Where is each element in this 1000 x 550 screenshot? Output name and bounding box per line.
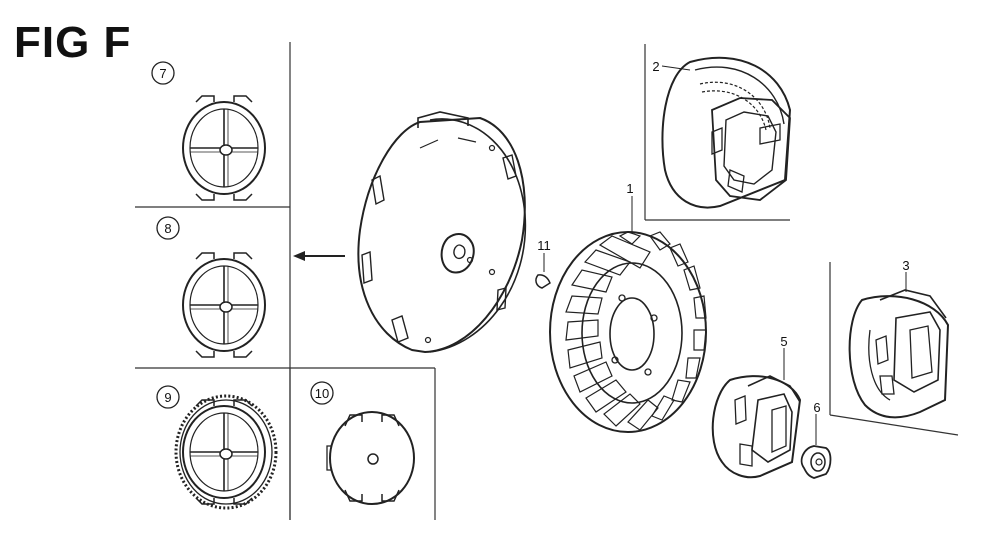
callout-3-label: 3 [902, 258, 909, 273]
figure-title: FIG F [14, 18, 132, 67]
woodruff-key-11 [535, 274, 551, 289]
callout-5: 5 [780, 334, 788, 380]
callout-6-label: 7 [159, 66, 166, 81]
callout-8: 9 [156, 385, 180, 409]
flywheel-1 [549, 231, 707, 433]
starter-pulley-2 [661, 56, 792, 209]
callout-2: 2 [652, 59, 691, 74]
callout-7-label: 8 [164, 221, 171, 236]
callout-11-label: 11 [537, 238, 551, 253]
callout-10-label: 6 [813, 400, 820, 415]
flywheel-back-plate [357, 111, 527, 354]
callout-10: 6 [813, 400, 821, 445]
flywheel-variant-9 [326, 411, 415, 505]
flywheel-variant-7 [182, 252, 266, 358]
callout-1-label: 1 [626, 181, 633, 196]
starter-pulley-3 [848, 289, 950, 419]
callout-2-label: 2 [652, 59, 659, 74]
callout-7: 8 [156, 216, 180, 240]
callout-6: 7 [151, 61, 175, 85]
callout-11: 11 [537, 238, 551, 272]
callout-9-label: 10 [315, 386, 329, 401]
callout-1: 1 [626, 181, 634, 232]
flange-nut-10 [800, 445, 832, 479]
flywheel-variant-8 [174, 394, 278, 510]
starter-pulley-5 [711, 375, 802, 479]
panel-dividers [135, 42, 959, 520]
callout-3: 3 [902, 258, 910, 292]
callout-8-label: 9 [164, 390, 171, 405]
callout-9: 10 [310, 381, 334, 405]
flywheel-variant-6 [182, 95, 266, 201]
callout-5-label: 5 [780, 334, 787, 349]
variant-arrow [293, 251, 345, 261]
